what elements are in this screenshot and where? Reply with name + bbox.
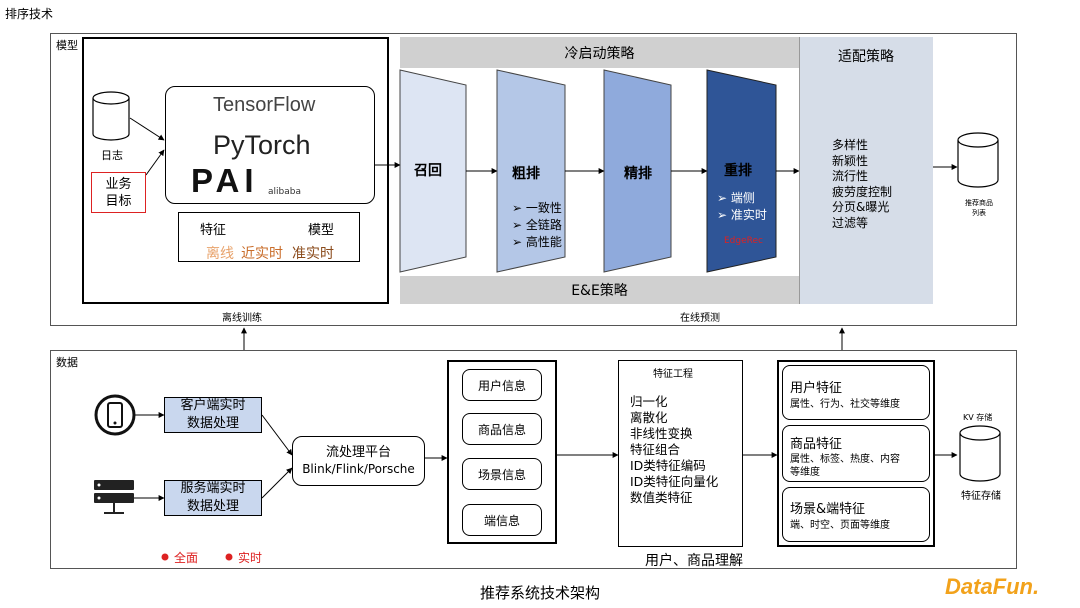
adapt-item: 过滤等 <box>832 215 869 230</box>
fe-item: ID类特征编码 <box>630 458 706 473</box>
model-section-label: 模型 <box>56 39 78 52</box>
adapt-item: 流行性 <box>832 169 869 183</box>
client-realtime-processing: 客户端实时数据处理 <box>164 397 262 433</box>
legend-realtime: 实时 <box>238 551 263 565</box>
result-list-label: 推荐商品 列表 <box>954 198 1004 218</box>
goods-feature-card <box>782 425 930 482</box>
stream-title: 流处理平台 <box>325 445 391 460</box>
stage-recall-label: 召回 <box>414 163 442 179</box>
log-label: 日志 <box>101 149 123 162</box>
adapt-strategy-list: 多样性 新颖性 流行性 疲劳度控制 分页&曝光 过滤等 <box>832 138 892 231</box>
client-line2: 数据处理 <box>186 416 239 431</box>
user-goods-understanding-label: 用户、商品理解 <box>645 553 743 569</box>
near-realtime-tag: 近实时 <box>241 246 283 262</box>
phone-icon <box>94 394 136 436</box>
stream-processing-platform: 流处理平台 Blink/Flink/Porsche <box>292 436 425 486</box>
fe-item: 数值类特征 <box>630 490 693 505</box>
stage-rerank-label: 重排 <box>724 163 752 179</box>
client-line1: 客户端实时 <box>180 398 246 413</box>
info-item-scene: 场景信息 <box>462 458 542 490</box>
adapt-item: 疲劳度控制 <box>832 184 893 199</box>
fe-item: 特征组合 <box>630 442 681 457</box>
business-target-line2: 目标 <box>105 193 132 209</box>
ee-strategy-band: E&E策略 <box>400 276 799 304</box>
diagram-caption: 推荐系统技术架构 <box>480 584 601 602</box>
scene-device-feature-desc: 端、时空、页面等维度 <box>790 520 890 531</box>
pai-sub-text: alibaba <box>268 187 301 197</box>
page-title: 排序技术 <box>5 7 54 21</box>
user-feature-card <box>782 365 930 420</box>
result-list-label-line1: 推荐商品 <box>965 199 993 207</box>
kv-storage-label: KV 存储 <box>963 413 993 422</box>
quasi-realtime-tag: 准实时 <box>292 246 334 262</box>
feature-storage-label: 特征存储 <box>961 491 1001 502</box>
server-realtime-processing: 服务端实时数据处理 <box>164 480 262 516</box>
offline-tag: 离线 <box>206 246 234 262</box>
fe-item: 离散化 <box>630 410 668 425</box>
goods-feature-desc-line1: 属性、标签、热度、内容 <box>790 454 900 465</box>
cold-start-band: 冷启动策略 <box>400 37 799 68</box>
adapt-item: 分页&曝光 <box>832 200 890 214</box>
stage-coarse-label: 粗排 <box>512 166 540 182</box>
stage-coarse-item-3: ➢ 高性能 <box>512 235 562 249</box>
server-icon <box>94 480 134 514</box>
info-item-device: 端信息 <box>462 504 542 536</box>
stage-rerank-item-1: ➢ 端侧 <box>717 191 755 205</box>
result-list-label-line2: 列表 <box>972 209 986 217</box>
stage-recall-shape <box>399 69 467 273</box>
stage-coarse-shape <box>496 69 566 273</box>
user-feature-desc: 属性、行为、社交等维度 <box>790 399 900 410</box>
data-section <box>50 350 1017 569</box>
log-database-icon <box>92 91 130 141</box>
feature-label: 特征 <box>200 223 227 238</box>
business-target-box: 业务 目标 <box>91 172 146 213</box>
legend-dot-realtime <box>225 553 233 561</box>
feature-model-box <box>178 212 360 262</box>
adapt-strategy-panel <box>799 37 933 304</box>
online-prediction-label: 在线预测 <box>680 313 720 324</box>
legend-comprehensive: 全面 <box>174 551 199 565</box>
fe-item: ID类特征向量化 <box>630 474 719 489</box>
adapt-item: 新颖性 <box>832 153 869 168</box>
stage-coarse-item-1: ➢ 一致性 <box>512 201 562 215</box>
server-line2: 数据处理 <box>186 499 239 514</box>
scene-device-feature-title: 场景&端特征 <box>790 502 866 517</box>
edgerec-note: EdgeRec <box>724 236 763 246</box>
business-target-line1: 业务 <box>105 176 132 192</box>
datafun-logo: DataFun. <box>945 574 1040 599</box>
frameworks-box <box>165 86 375 204</box>
fe-item: 非线性变换 <box>630 426 693 441</box>
goods-feature-desc-line2: 等维度 <box>790 467 820 478</box>
feature-engineering-title: 特征工程 <box>653 369 693 380</box>
server-line1: 服务端实时 <box>180 481 246 496</box>
info-item-user: 用户信息 <box>462 369 542 401</box>
scene-device-feature-card <box>782 487 930 542</box>
stage-fine-shape <box>603 69 672 273</box>
info-item-goods: 商品信息 <box>462 413 542 445</box>
legend-dot-comprehensive <box>161 553 169 561</box>
stage-fine-label: 精排 <box>624 166 652 182</box>
model-label: 模型 <box>308 223 335 238</box>
model-section <box>50 33 1017 326</box>
adapt-item: 多样性 <box>832 138 869 152</box>
fe-item: 归一化 <box>630 394 668 409</box>
feature-engineering-list: 归一化 离散化 非线性变换 特征组合 ID类特征编码 ID类特征向量化 数值类特… <box>630 394 718 506</box>
adapt-strategy-title: 适配策略 <box>838 49 894 65</box>
stage-coarse-item-2: ➢ 全链路 <box>512 218 562 232</box>
info-panel <box>447 360 557 544</box>
pai-text: PAI <box>191 162 259 199</box>
user-feature-title: 用户特征 <box>790 381 843 396</box>
kv-storage-database-icon <box>959 425 1001 482</box>
goods-feature-title: 商品特征 <box>790 437 843 452</box>
stream-sub: Blink/Flink/Porsche <box>302 462 415 476</box>
data-section-label: 数据 <box>56 356 78 369</box>
pytorch-text: PyTorch <box>213 130 311 160</box>
feature-engineering-panel <box>618 360 743 547</box>
stage-rerank-shape <box>706 69 777 273</box>
stage-rerank-item-2: ➢ 准实时 <box>717 208 767 222</box>
tensorflow-text: TensorFlow <box>213 94 316 116</box>
offline-training-label: 离线训练 <box>222 313 262 324</box>
result-list-database-icon <box>957 132 999 188</box>
